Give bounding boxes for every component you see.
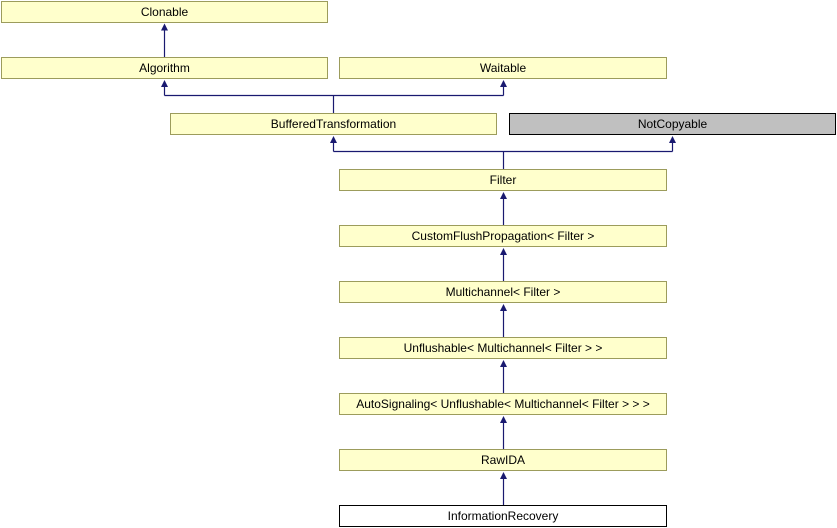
class-node-unflushable[interactable]: Unflushable< Multichannel< Filter > > <box>339 337 667 359</box>
class-node-filter[interactable]: Filter <box>339 169 667 191</box>
edge-filter-to-bufferedtransformation-and-notcopyable <box>330 136 676 169</box>
edge-autosignaling-to-unflushable <box>500 360 507 393</box>
class-node-rawida[interactable]: RawIDA <box>339 449 667 471</box>
edge-unflushable-to-multichannel <box>500 304 507 337</box>
class-node-information-recovery: InformationRecovery <box>339 505 667 527</box>
class-node-waitable[interactable]: Waitable <box>339 57 667 79</box>
edge-customflushpropagation-to-filter <box>500 192 507 225</box>
edge-algorithm-to-clonable <box>161 23 168 57</box>
edge-multichannel-to-customflushpropagation <box>500 248 507 281</box>
class-node-buffered-transformation[interactable]: BufferedTransformation <box>170 113 497 135</box>
class-node-clonable[interactable]: Clonable <box>1 1 328 23</box>
class-node-not-copyable: NotCopyable <box>509 113 836 135</box>
edge-informationrecovery-to-rawida <box>500 472 507 505</box>
edge-rawida-to-autosignaling <box>500 416 507 449</box>
edge-bufferedtransformation-to-algorithm-and-waitable <box>161 80 507 113</box>
class-node-algorithm[interactable]: Algorithm <box>1 57 328 79</box>
class-node-custom-flush-propagation[interactable]: CustomFlushPropagation< Filter > <box>339 225 667 247</box>
class-node-auto-signaling[interactable]: AutoSignaling< Unflushable< Multichannel… <box>339 393 667 415</box>
class-node-multichannel[interactable]: Multichannel< Filter > <box>339 281 667 303</box>
